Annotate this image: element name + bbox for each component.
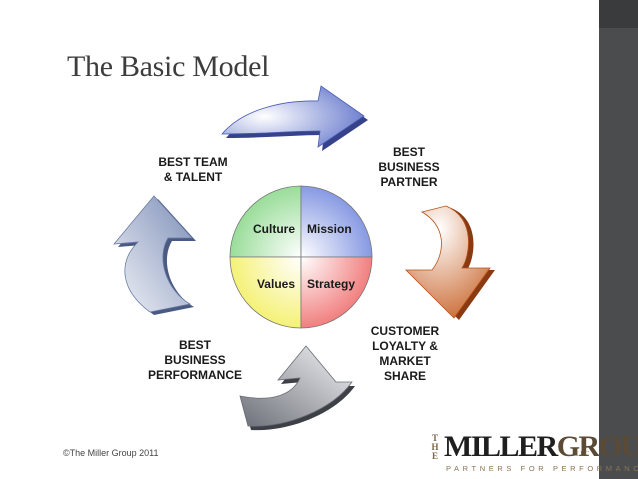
quadrant-label-culture: Culture <box>253 222 295 236</box>
center-circle <box>229 185 373 329</box>
quadrant-label-strategy: Strategy <box>307 277 355 291</box>
slide-side-bar <box>599 0 638 479</box>
logo-tagline: PARTNERS FOR PERFORMANCE <box>446 464 638 473</box>
copyright-text: ©The Miller Group 2011 <box>63 448 159 458</box>
slide-title: The Basic Model <box>67 50 270 83</box>
quadrant-label-mission: Mission <box>307 222 352 236</box>
node-label-customer-loyalty: CUSTOMER LOYALTY & MARKET SHARE <box>370 324 440 383</box>
node-label-best-business-performance: BEST BUSINESS PERFORMANCE <box>147 338 242 382</box>
quadrant-mission <box>300 185 373 258</box>
quadrant-culture <box>229 185 302 258</box>
quadrant-strategy <box>300 256 373 329</box>
side-bar-block <box>599 0 638 28</box>
node-label-best-team-talent: BEST TEAM & TALENT <box>158 155 228 184</box>
arrow-top <box>221 85 368 151</box>
arrow-bottom <box>239 345 355 431</box>
arrow-left <box>113 195 196 315</box>
logo-suffix: LLC <box>576 450 590 458</box>
logo-name-a: MILLER <box>444 430 558 463</box>
logo-prefix: T H E <box>431 433 439 461</box>
logo-name-b: GROUP <box>556 430 638 463</box>
quadrant-values <box>229 256 302 329</box>
arrow-right <box>405 205 495 320</box>
company-logo: T H E MILLERGROUP LLC PARTNERS FOR PERFO… <box>426 428 638 476</box>
logo-name: MILLERGROUP <box>444 431 638 463</box>
quadrant-label-values: Values <box>257 277 295 291</box>
node-label-best-business-partner: BEST BUSINESS PARTNER <box>378 145 440 189</box>
